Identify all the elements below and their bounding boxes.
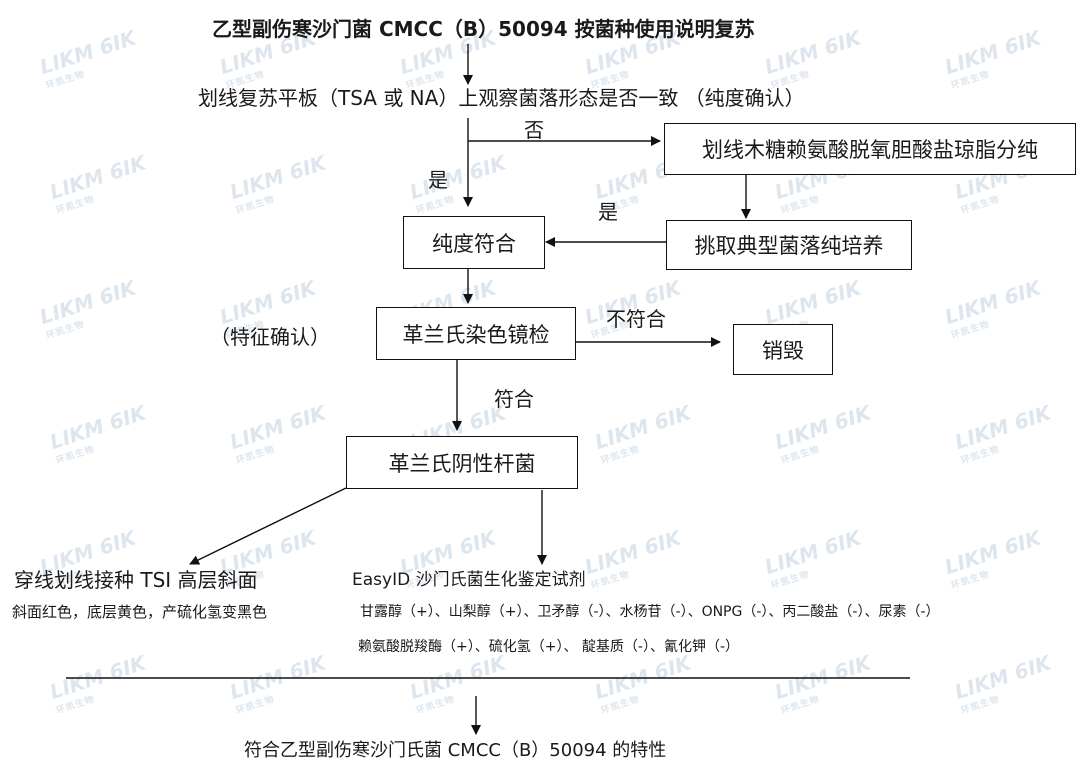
flow-title: 乙型副伤寒沙门菌 CMCC（B）50094 按菌种使用说明复苏 bbox=[212, 17, 755, 41]
box-gram-stain: 革兰氏染色镜检 bbox=[376, 307, 576, 360]
easyid-results-line2: 赖氨酸脱羧酶（+）、硫化氢（+）、 靛基质（-）、氰化钾（-） bbox=[358, 639, 740, 655]
easyid-title: EasyID 沙门氏菌生化鉴定试剂 bbox=[352, 570, 586, 590]
label-not-match: 不符合 bbox=[606, 307, 666, 331]
label-feature-confirm: （特征确认） bbox=[210, 325, 330, 349]
step-streak-recovery: 划线复苏平板（TSA 或 NA）上观察菌落形态是否一致 （纯度确认） bbox=[198, 86, 805, 110]
conclusion: 符合乙型副伤寒沙门氏菌 CMCC（B）50094 的特性 bbox=[244, 740, 667, 761]
label-no: 否 bbox=[524, 118, 544, 142]
label-yes-right: 是 bbox=[598, 200, 618, 224]
label-yes-left: 是 bbox=[428, 168, 448, 192]
box-pick-colony: 挑取典型菌落纯培养 bbox=[666, 220, 912, 270]
box-destroy: 销毁 bbox=[733, 324, 833, 375]
easyid-results-line1: 甘露醇（+）、山梨醇（+）、卫矛醇（-）、水杨苷（-）、ONPG（-）、丙二酸盐… bbox=[360, 604, 940, 620]
label-match: 符合 bbox=[494, 387, 534, 411]
tsi-title: 穿线划线接种 TSI 高层斜面 bbox=[14, 568, 258, 592]
box-purity-ok: 纯度符合 bbox=[403, 216, 545, 269]
tsi-result: 斜面红色，底层黄色，产硫化氢变黑色 bbox=[12, 603, 268, 621]
arrow-gramneg-to-tsi bbox=[189, 487, 347, 565]
box-xld-purify: 划线木糖赖氨酸脱氧胆酸盐琼脂分纯 bbox=[664, 123, 1076, 175]
box-gram-negative-rod: 革兰氏阴性杆菌 bbox=[346, 436, 578, 489]
